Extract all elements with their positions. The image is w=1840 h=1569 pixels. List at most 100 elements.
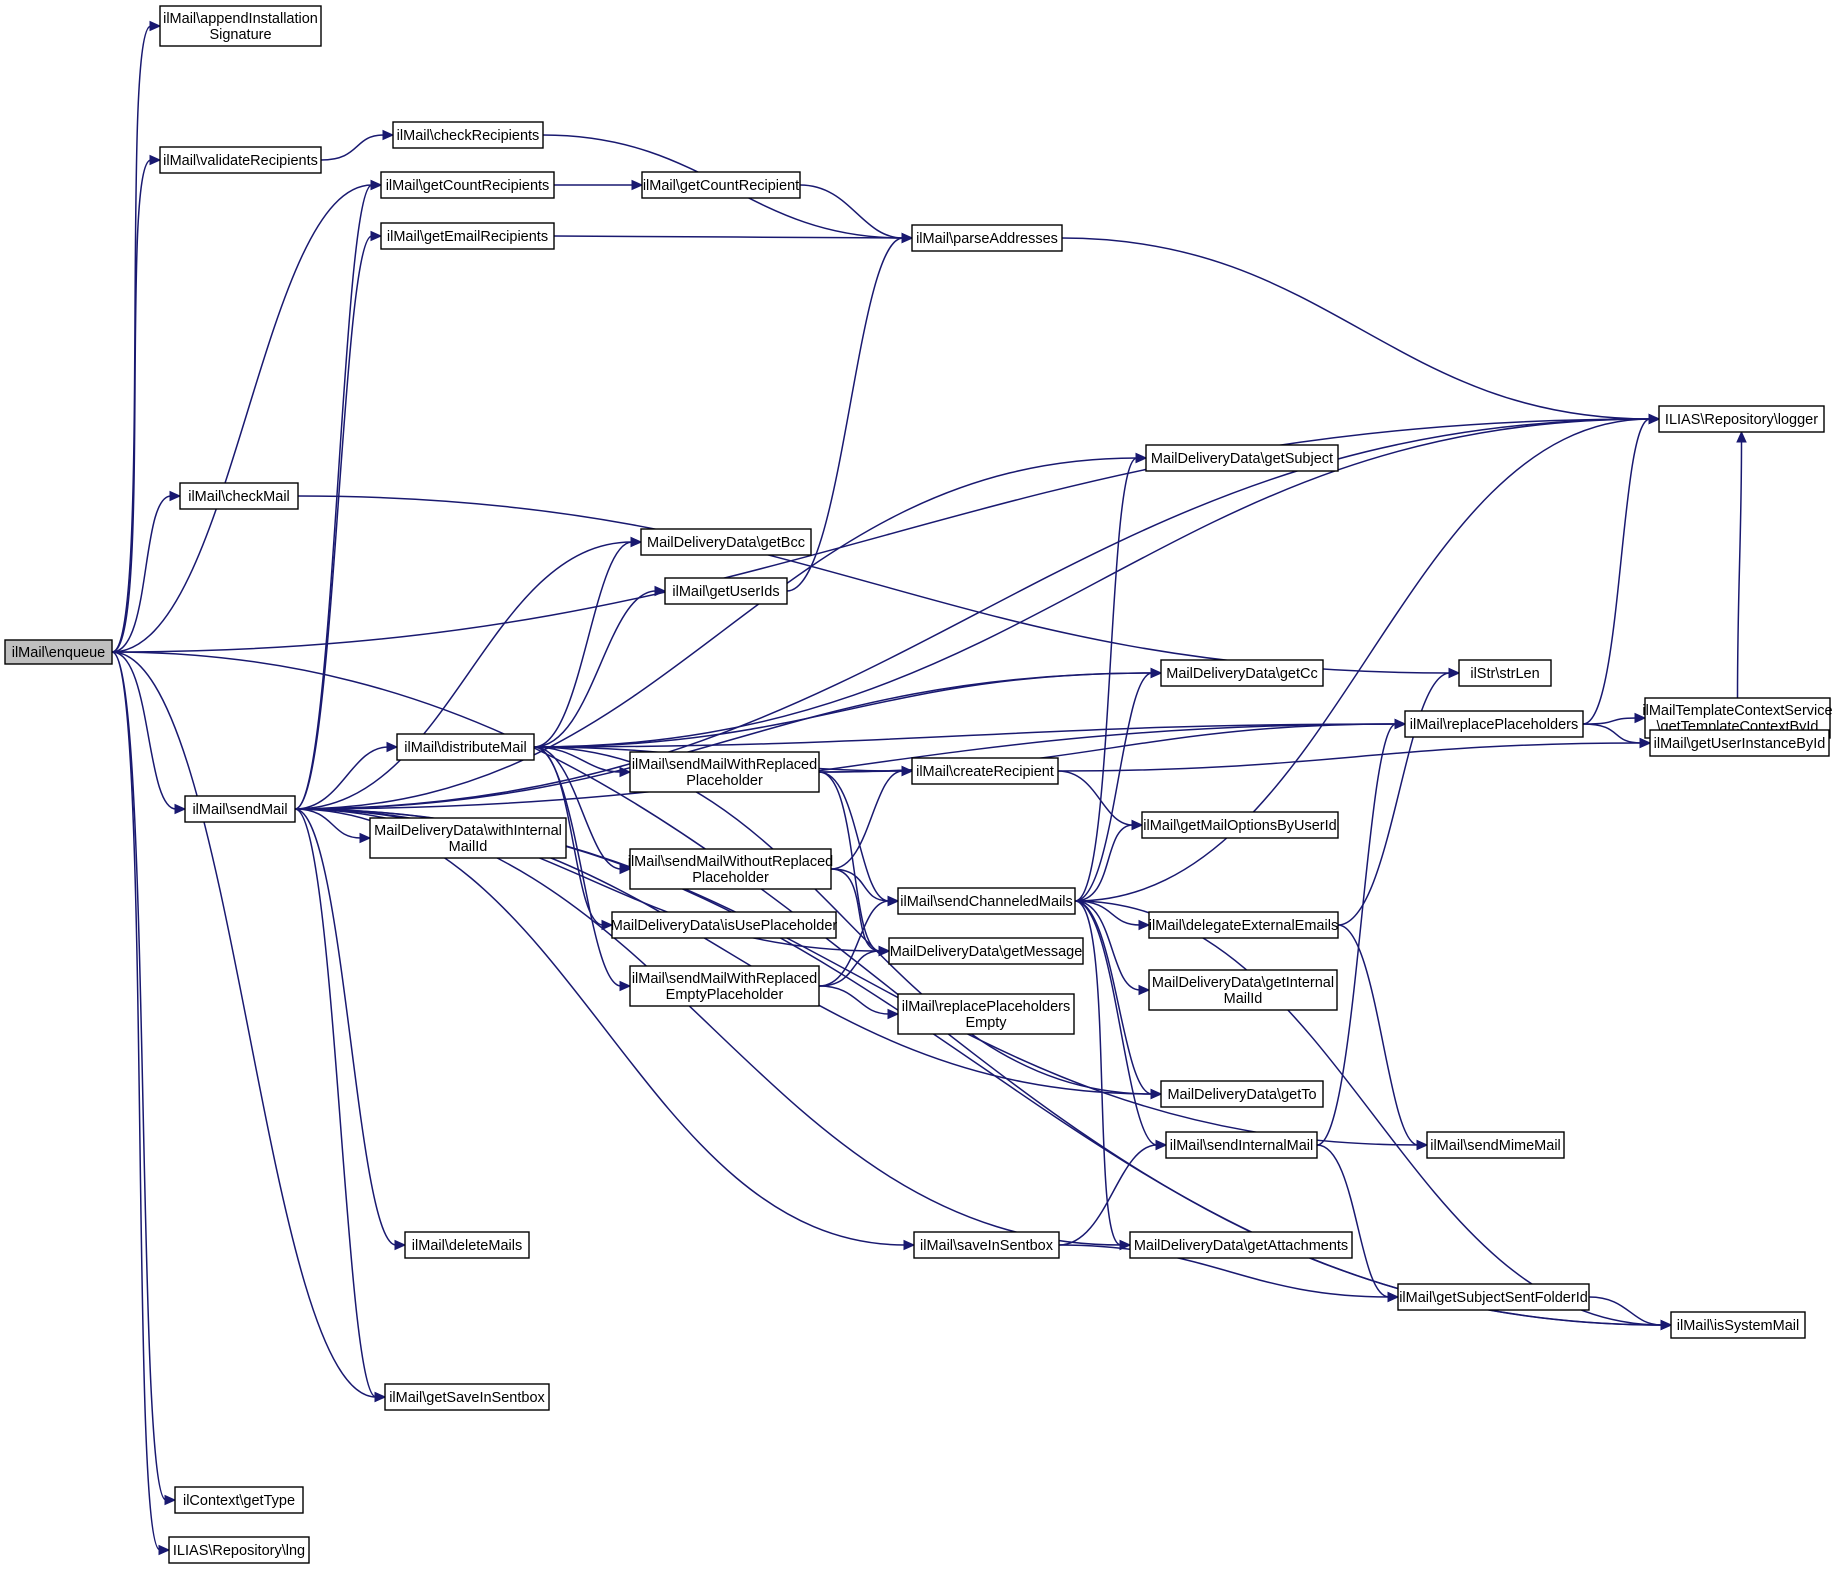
node-parse-addresses[interactable]: ilMail\parseAddresses — [911, 224, 1063, 252]
node-get-attachments[interactable]: MailDeliveryData\getAttachments — [1129, 1231, 1353, 1259]
node-delegate-external-emails[interactable]: ilMail\delegateExternalEmails — [1148, 911, 1339, 939]
node-send-mail-without-replaced-placeholder[interactable]: ilMail\sendMailWithoutReplacedPlaceholde… — [628, 848, 834, 890]
node-label: MailId — [449, 839, 488, 855]
edge-send-mail-without-replaced-placeholder-to-get-message — [830, 868, 881, 952]
node-is-use-placeholder[interactable]: MailDeliveryData\isUsePlaceholder — [611, 911, 838, 939]
node-label: ILIAS\Repository\lng — [173, 1543, 305, 1559]
edge-get-template-context-by-id-to-repo-logger — [1736, 440, 1743, 699]
node-box — [404, 1231, 530, 1259]
node-box — [911, 224, 1063, 252]
node-box — [1404, 710, 1584, 738]
arrowhead — [631, 179, 644, 191]
edge-send-mail-to-repo-logger — [294, 418, 1651, 810]
node-validate-recipients[interactable]: ilMail\validateRecipients — [159, 146, 322, 174]
edge-distribute-mail-to-get-bcc — [533, 541, 633, 748]
node-save-in-sentbox[interactable]: ilMail\saveInSentbox — [913, 1231, 1060, 1259]
edge-get-email-recipients-to-parse-addresses — [553, 235, 904, 239]
node-label: ilMail\enqueue — [12, 645, 106, 661]
edge-send-channeled-mails-to-get-mail-options-by-user-id — [1074, 824, 1134, 902]
edge-enqueue-to-check-mail — [111, 495, 172, 653]
node-get-to[interactable]: MailDeliveryData\getTo — [1160, 1080, 1324, 1108]
node-box — [629, 751, 820, 793]
node-label: MailId — [1224, 991, 1263, 1007]
edge-save-in-sentbox-to-get-subject-sent-folder-id — [1058, 1244, 1390, 1298]
edge-send-mail-to-get-email-recipients — [294, 235, 373, 810]
node-send-channeled-mails[interactable]: ilMail\sendChanneledMails — [897, 887, 1076, 915]
node-label: MailDeliveryData\getSubject — [1151, 451, 1333, 467]
node-label: ilMail\sendMailWithReplaced — [632, 757, 817, 773]
node-str-len[interactable]: ilStr\strLen — [1458, 659, 1552, 687]
arrowhead — [1660, 1319, 1673, 1331]
node-box — [664, 577, 788, 605]
edge-distribute-mail-to-send-mail-with-replaced-empty-placeholder — [533, 746, 622, 987]
node-repo-logger[interactable]: ILIAS\Repository\logger — [1658, 405, 1825, 433]
node-get-message[interactable]: MailDeliveryData\getMessage — [888, 937, 1084, 965]
node-label: ilMail\sendMailWithReplaced — [632, 971, 817, 987]
node-box — [629, 965, 820, 1007]
arrowhead — [164, 1494, 177, 1506]
node-get-subject[interactable]: MailDeliveryData\getSubject — [1145, 444, 1339, 472]
node-replace-placeholders[interactable]: ilMail\replacePlaceholders — [1404, 710, 1584, 738]
node-lng[interactable]: ILIAS\Repository\lng — [168, 1536, 310, 1564]
edge-save-in-sentbox-to-send-internal-mail — [1058, 1144, 1158, 1246]
node-get-type[interactable]: ilContext\getType — [174, 1486, 304, 1514]
node-get-count-recipient[interactable]: ilMail\getCountRecipient — [641, 171, 801, 199]
edge-enqueue-to-get-save-in-sentbox — [111, 651, 377, 1398]
edge-distribute-mail-to-replace-placeholders — [533, 723, 1397, 748]
edge-delegate-external-emails-to-send-mime-mail — [1337, 924, 1419, 1146]
arrowhead — [601, 919, 614, 931]
node-get-cc[interactable]: MailDeliveryData\getCc — [1160, 659, 1324, 687]
node-box — [913, 1231, 1060, 1259]
node-box — [1160, 659, 1324, 687]
node-send-internal-mail[interactable]: ilMail\sendInternalMail — [1165, 1131, 1318, 1159]
node-get-user-instance-by-id[interactable]: ilMail\getUserInstanceById — [1649, 729, 1830, 757]
node-enqueue[interactable]: ilMail\enqueue — [4, 639, 113, 665]
node-get-bcc[interactable]: MailDeliveryData\getBcc — [640, 528, 812, 556]
node-get-subject-sent-folder-id[interactable]: ilMail\getSubjectSentFolderId — [1397, 1283, 1590, 1311]
node-label: ilMail\distributeMail — [404, 740, 526, 756]
edge-create-recipient-to-get-user-instance-by-id — [1057, 742, 1642, 772]
node-create-recipient[interactable]: ilMail\createRecipient — [911, 757, 1059, 785]
edge-distribute-mail-to-get-user-ids — [533, 590, 657, 748]
arrowhead — [887, 1008, 900, 1020]
node-get-save-in-sentbox[interactable]: ilMail\getSaveInSentbox — [384, 1383, 550, 1411]
edge-distribute-mail-to-send-mail-without-replaced-placeholder — [533, 746, 622, 870]
node-send-mail[interactable]: ilMail\sendMail — [184, 795, 296, 823]
node-label: ilMail\getSaveInSentbox — [389, 1390, 545, 1406]
node-layer: ilMail\enqueue ilMail\appendInstallationS… — [4, 5, 1833, 1564]
node-label: MailDeliveryData\withInternal — [374, 823, 562, 839]
arrowhead — [149, 20, 162, 32]
edge-enqueue-to-send-mail — [111, 651, 177, 810]
node-get-count-recipients[interactable]: ilMail\getCountRecipients — [380, 171, 555, 199]
edge-send-mail-to-delete-mails — [294, 808, 397, 1246]
node-box — [1160, 1080, 1324, 1108]
arrowhead — [619, 980, 632, 992]
node-box — [184, 795, 296, 823]
arrowhead — [654, 585, 667, 597]
edge-create-recipient-to-get-mail-options-by-user-id — [1057, 770, 1134, 826]
node-get-email-recipients[interactable]: ilMail\getEmailRecipients — [380, 222, 555, 250]
node-label: MailDeliveryData\getCc — [1166, 666, 1318, 682]
node-label: MailDeliveryData\getAttachments — [1134, 1238, 1348, 1254]
node-is-system-mail[interactable]: ilMail\isSystemMail — [1670, 1311, 1806, 1339]
node-check-recipients[interactable]: ilMail\checkRecipients — [392, 121, 544, 149]
node-send-mail-with-replaced-empty-placeholder[interactable]: ilMail\sendMailWithReplacedEmptyPlacehol… — [629, 965, 820, 1007]
node-get-user-ids[interactable]: ilMail\getUserIds — [664, 577, 788, 605]
node-delete-mails[interactable]: ilMail\deleteMails — [404, 1231, 530, 1259]
node-label: ilMail\getCountRecipients — [386, 178, 550, 194]
node-get-mail-options-by-user-id[interactable]: ilMail\getMailOptionsByUserId — [1141, 811, 1339, 839]
edge-send-mail-without-replaced-placeholder-to-create-recipient — [830, 770, 904, 870]
node-distribute-mail[interactable]: ilMail\distributeMail — [396, 733, 535, 761]
arrowhead — [1416, 1139, 1429, 1151]
edge-enqueue-to-repo-logger — [111, 418, 1651, 653]
node-send-mime-mail[interactable]: ilMail\sendMimeMail — [1426, 1131, 1565, 1159]
node-check-mail[interactable]: ilMail\checkMail — [179, 482, 299, 510]
edge-send-mail-to-get-subject — [294, 457, 1138, 810]
node-label: ilMail\deleteMails — [412, 1238, 522, 1254]
